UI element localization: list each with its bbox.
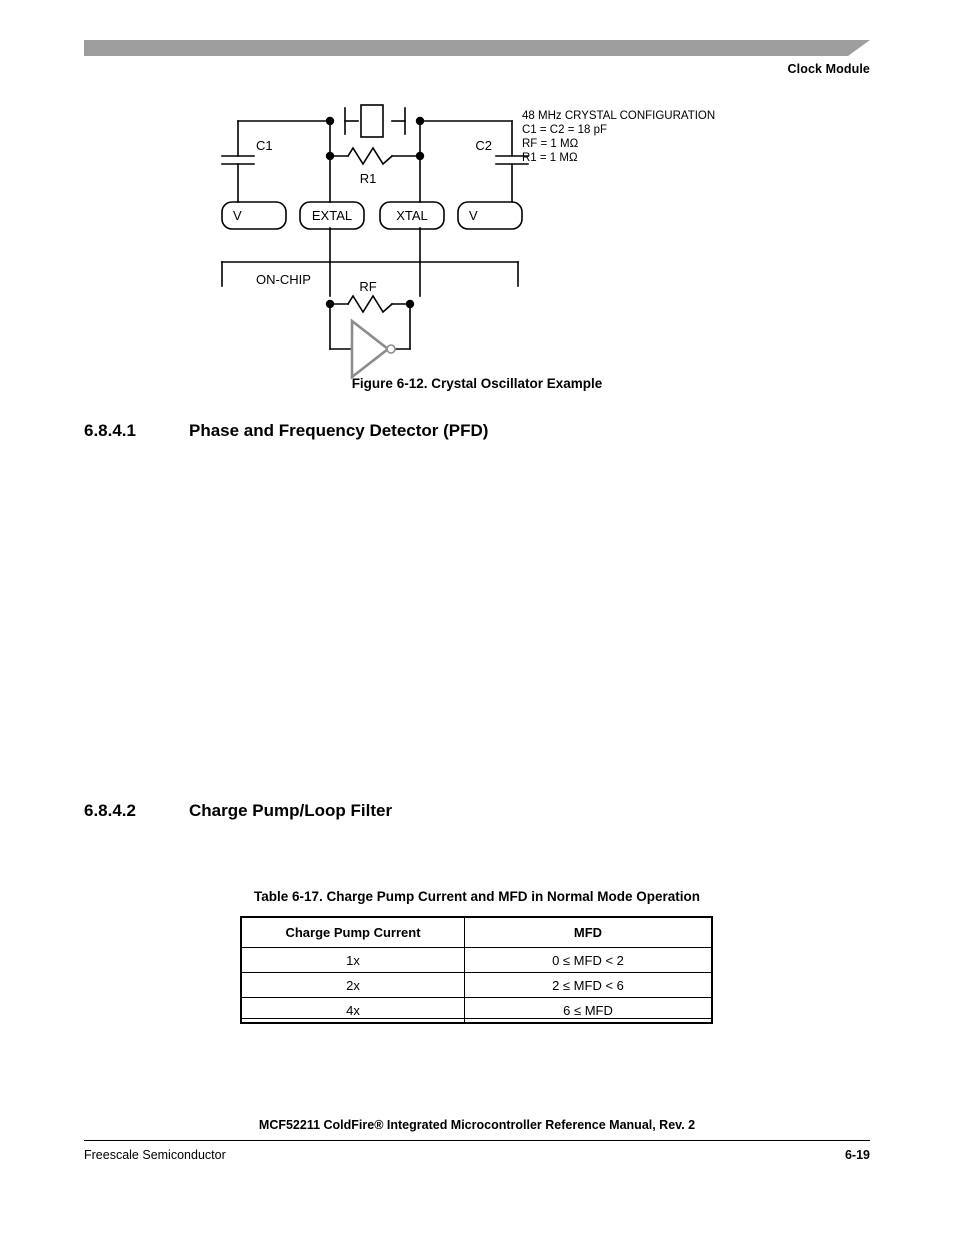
section-heading-6-8-4-1: 6.8.4.1 Phase and Frequency Detector (PFD…: [84, 421, 488, 441]
annotation-line-3: RF = 1 MΩ: [522, 138, 579, 150]
column-header-mfd: MFD: [464, 917, 712, 948]
cell-mfd: 0 ≤ MFD < 2: [464, 947, 712, 973]
table-row: 4x 6 ≤ MFD: [241, 997, 712, 1023]
footer-manual-title: MCF52211 ColdFire® Integrated Microcontr…: [258, 1118, 696, 1132]
junction-dots: [325, 116, 425, 309]
cell-current: 4x: [241, 997, 465, 1023]
table-row: 2x 2 ≤ MFD < 6: [241, 972, 712, 998]
footer-company: Freescale Semiconductor: [84, 1148, 226, 1162]
header-banner: [84, 40, 870, 56]
pin-box-extal: [299, 201, 365, 230]
charge-pump-mfd-table: Charge Pump Current MFD 1x 0 ≤ MFD < 2 2…: [240, 916, 713, 1024]
annotation-line-1: 48 MHz CRYSTAL CONFIGURATION: [522, 110, 715, 122]
cell-mfd: 6 ≤ MFD: [464, 997, 712, 1023]
figure-annotation: 48 MHz CRYSTAL CONFIGURATION C1 = C2 = 1…: [522, 110, 715, 164]
pin-label-vss-right: V: [469, 208, 478, 223]
section-number: 6.8.4.2: [84, 801, 136, 820]
crystal-oscillator-schematic: V EXTAL XTAL V C1 C2 R1 RF ON-CHIP 48 MH…: [221, 104, 715, 380]
label-r1: R1: [360, 171, 377, 186]
footer-divider: [84, 1140, 870, 1141]
label-c2: C2: [475, 138, 492, 153]
running-header-title: Clock Module: [787, 62, 870, 76]
footer-page-number: 6-19: [844, 1148, 870, 1162]
section-title: Charge Pump/Loop Filter: [189, 801, 393, 820]
label-on-chip: ON-CHIP: [256, 272, 311, 287]
cell-current: 2x: [241, 972, 465, 998]
annotation-line-4: R1 = 1 MΩ: [522, 152, 578, 164]
section-heading-6-8-4-2: 6.8.4.2 Charge Pump/Loop Filter: [84, 801, 392, 821]
pin-boxes: [221, 201, 523, 230]
label-c1: C1: [256, 138, 273, 153]
pin-label-vss-left: V: [233, 208, 242, 223]
pin-label-extal: EXTAL: [312, 208, 352, 223]
annotation-line-2: C1 = C2 = 18 pF: [522, 124, 607, 136]
column-header-charge-pump-current: Charge Pump Current: [241, 917, 465, 948]
pin-label-xtal: XTAL: [396, 208, 428, 223]
crystal-oscillator-figure: V EXTAL XTAL V C1 C2 R1 RF ON-CHIP 48 MH…: [0, 96, 954, 396]
cell-mfd: 2 ≤ MFD < 6: [464, 972, 712, 998]
pin-box-xtal: [379, 201, 445, 230]
pin-box-vss-right: [457, 201, 523, 230]
pin-box-vss-left: [221, 201, 287, 230]
label-rf: RF: [359, 279, 376, 294]
section-title: Phase and Frequency Detector (PFD): [189, 421, 489, 440]
inverter-symbol: [350, 318, 396, 380]
table-row: 1x 0 ≤ MFD < 2: [241, 947, 712, 973]
section-number: 6.8.4.1: [84, 421, 136, 440]
table-header-row: Charge Pump Current MFD: [241, 917, 712, 948]
figure-caption: Figure 6-12. Crystal Oscillator Example: [351, 376, 603, 391]
table-caption: Table 6-17. Charge Pump Current and MFD …: [253, 889, 701, 904]
cell-current: 1x: [241, 947, 465, 973]
